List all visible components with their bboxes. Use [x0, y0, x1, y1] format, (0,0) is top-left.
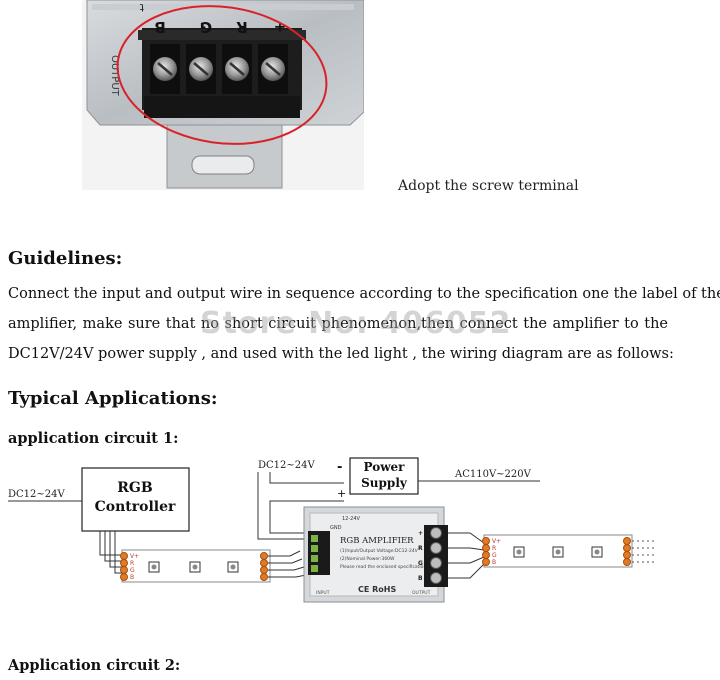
ce-rohs-marks: CE RoHS	[358, 585, 396, 594]
screw-terminal-photo: B G R + t OUTPUT	[82, 0, 364, 190]
plus-sign: +	[337, 487, 346, 500]
terminal-label-g: G	[200, 18, 212, 36]
highlight-circle	[116, 5, 328, 145]
strip2-pin-r: R	[492, 545, 496, 552]
terminal-label-r: R	[236, 18, 248, 36]
application-circuit-1-heading: application circuit 1:	[8, 430, 179, 447]
power-supply-title-2: Supply	[361, 476, 408, 490]
amp-output-label: OUTPUT	[412, 590, 431, 596]
amp-spec-3: Please read the enclosed specification f…	[340, 564, 437, 570]
strip1-pin-b: B	[130, 574, 134, 581]
guidelines-line-1: Connect the input and output wire in seq…	[8, 286, 720, 302]
terminal-label-plus: +	[274, 18, 287, 36]
controller-title-2: Controller	[95, 499, 176, 515]
power-supply-title-1: Power	[364, 460, 406, 474]
strip2-pin-v: V+	[492, 538, 501, 545]
terminal-label-b: B	[154, 18, 165, 36]
controller-title-1: RGB	[117, 480, 153, 496]
ac-input-label: AC110V~220V	[454, 469, 532, 480]
strip1-pin-r: R	[130, 560, 134, 567]
strip2-pin-b: B	[492, 559, 496, 566]
amp-spec-2: (2)Nominal Power:360W	[340, 556, 395, 562]
guidelines-heading: Guidelines:	[8, 248, 123, 269]
amp-terminal-g: G	[418, 560, 423, 567]
strip1-pin-v: V+	[130, 553, 139, 560]
amp-terminal-plus: +	[418, 530, 423, 537]
amp-terminal-r: R	[418, 545, 423, 552]
output-side-label: OUTPUT	[109, 55, 120, 97]
strip1-pin-g: G	[130, 567, 135, 574]
guidelines-line-3: DC12V/24V power supply , and used with t…	[8, 346, 674, 362]
guidelines-paragraph: Connect the input and output wire in seq…	[8, 279, 720, 369]
dc-input-label-left: DC12~24V	[8, 489, 65, 500]
amp-input-label: INPUT	[316, 590, 330, 596]
strip2-pin-g: G	[492, 552, 497, 559]
amp-brand: RGB AMPLIFIER	[340, 536, 414, 546]
dc-input-label-top: DC12~24V	[258, 460, 315, 471]
typical-applications-heading: Typical Applications:	[8, 388, 218, 409]
minus-sign: -	[337, 460, 342, 475]
amp-spec-1: (1)Input/Output Voltage:DC12-24V	[340, 548, 419, 554]
amp-gnd-label: GND	[330, 525, 342, 531]
corner-mark: t	[139, 1, 144, 14]
amp-input-voltage: 12-24V	[342, 516, 361, 522]
power-supply-box	[349, 457, 419, 495]
terminal-illustration: B G R + t OUTPUT	[82, 0, 364, 190]
photo-caption: Adopt the screw terminal	[398, 178, 579, 194]
store-watermark: Store No: 406052	[200, 306, 512, 341]
wiring-diagram: DC12~24V RGB Controller V+ R G B DC12~24…	[8, 457, 656, 603]
guidelines-line-2: amplifier, make sure that no short circu…	[8, 316, 668, 332]
application-circuit-2-heading: Application circuit 2:	[8, 657, 181, 674]
rgb-controller-box	[81, 467, 190, 532]
amp-terminal-b: B	[418, 575, 423, 582]
